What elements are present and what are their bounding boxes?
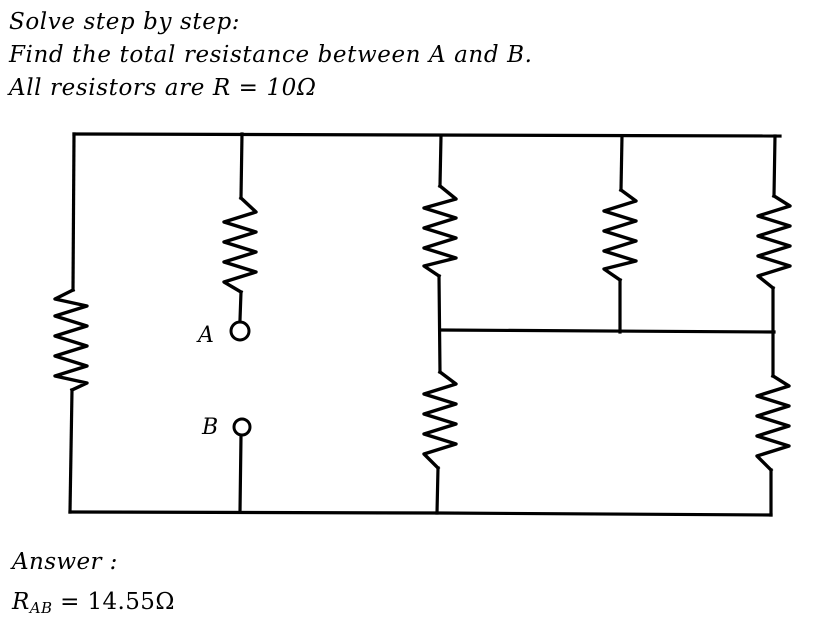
answer-value: 14.55Ω: [87, 589, 175, 615]
terminal-b-label: B: [201, 415, 218, 440]
middle-upper-resistor: [422, 183, 458, 279]
right-lower-resistor: [755, 373, 791, 473]
left-branch-wire-lower: [68, 388, 74, 514]
a-branch-wire: [239, 132, 244, 200]
answer-symbol: R: [12, 589, 30, 615]
problem-line-question: Find the total resistance between A and …: [9, 42, 533, 68]
terminal-a-label: A: [196, 323, 214, 348]
problem-statement: Solve step by step: Find the total resis…: [9, 6, 533, 105]
problem-line-given: All resistors are R = 10Ω: [9, 75, 317, 101]
right-upper-resistor: [756, 193, 792, 291]
problem-line-instruction: Solve step by step:: [9, 9, 241, 35]
answer-equation: RAB = 14.55Ω: [12, 582, 175, 628]
middle-column-wire-bottom: [435, 466, 440, 515]
fourth-column-wire-top: [619, 134, 624, 192]
a-branch-wire-lower: [238, 290, 243, 322]
top-wire: [72, 132, 782, 138]
bottom-wire: [68, 510, 773, 517]
answer-section: Answer : RAB = 14.55Ω: [12, 542, 175, 628]
answer-subscript: AB: [29, 599, 53, 617]
answer-equals: =: [60, 589, 80, 615]
middle-column-wire-center: [437, 274, 442, 374]
a-branch-resistor: [222, 195, 258, 295]
b-branch-wire: [238, 434, 243, 514]
middle-lower-resistor: [422, 369, 458, 471]
answer-label: Answer :: [12, 549, 118, 575]
middle-column-wire-top: [438, 134, 443, 188]
left-branch-wire-upper: [71, 132, 76, 292]
terminal-b-node: [232, 417, 252, 437]
terminal-a-node: [229, 320, 251, 342]
middle-horizontal-wire: [438, 328, 776, 334]
fourth-column-resistor: [602, 187, 638, 283]
right-column-wire-top: [772, 134, 777, 198]
left-resistor: [53, 287, 89, 393]
